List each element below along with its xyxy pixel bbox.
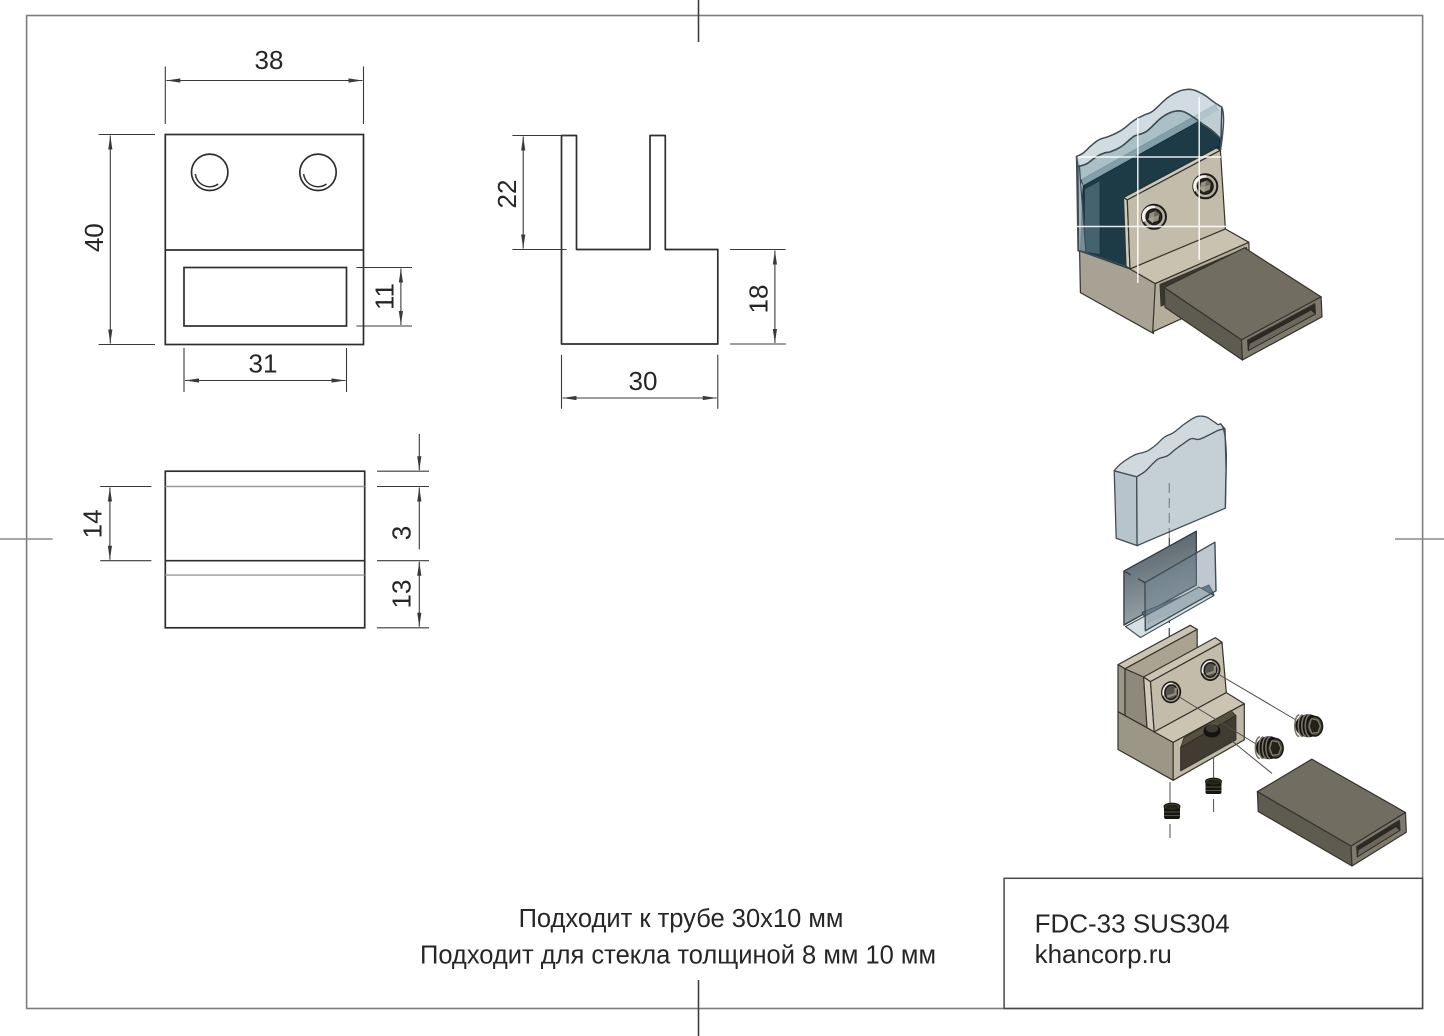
svg-text:khancorp.ru: khancorp.ru xyxy=(1035,939,1172,969)
svg-text:30: 30 xyxy=(629,366,658,396)
svg-text:22: 22 xyxy=(492,180,522,209)
svg-text:14: 14 xyxy=(78,509,108,538)
svg-text:38: 38 xyxy=(255,45,284,75)
svg-text:11: 11 xyxy=(370,283,400,310)
svg-text:18: 18 xyxy=(744,285,774,314)
svg-text:13: 13 xyxy=(386,580,416,609)
svg-text:31: 31 xyxy=(249,349,278,379)
svg-text:Подходит для стекла толщиной 8: Подходит для стекла толщиной 8 мм 10 мм xyxy=(420,942,936,970)
svg-text:FDC-33 SUS304: FDC-33 SUS304 xyxy=(1035,908,1230,938)
svg-text:40: 40 xyxy=(79,223,109,252)
svg-text:Подходит к трубе 30х10 мм: Подходит к трубе 30х10 мм xyxy=(519,905,844,933)
svg-text:3: 3 xyxy=(386,526,416,540)
